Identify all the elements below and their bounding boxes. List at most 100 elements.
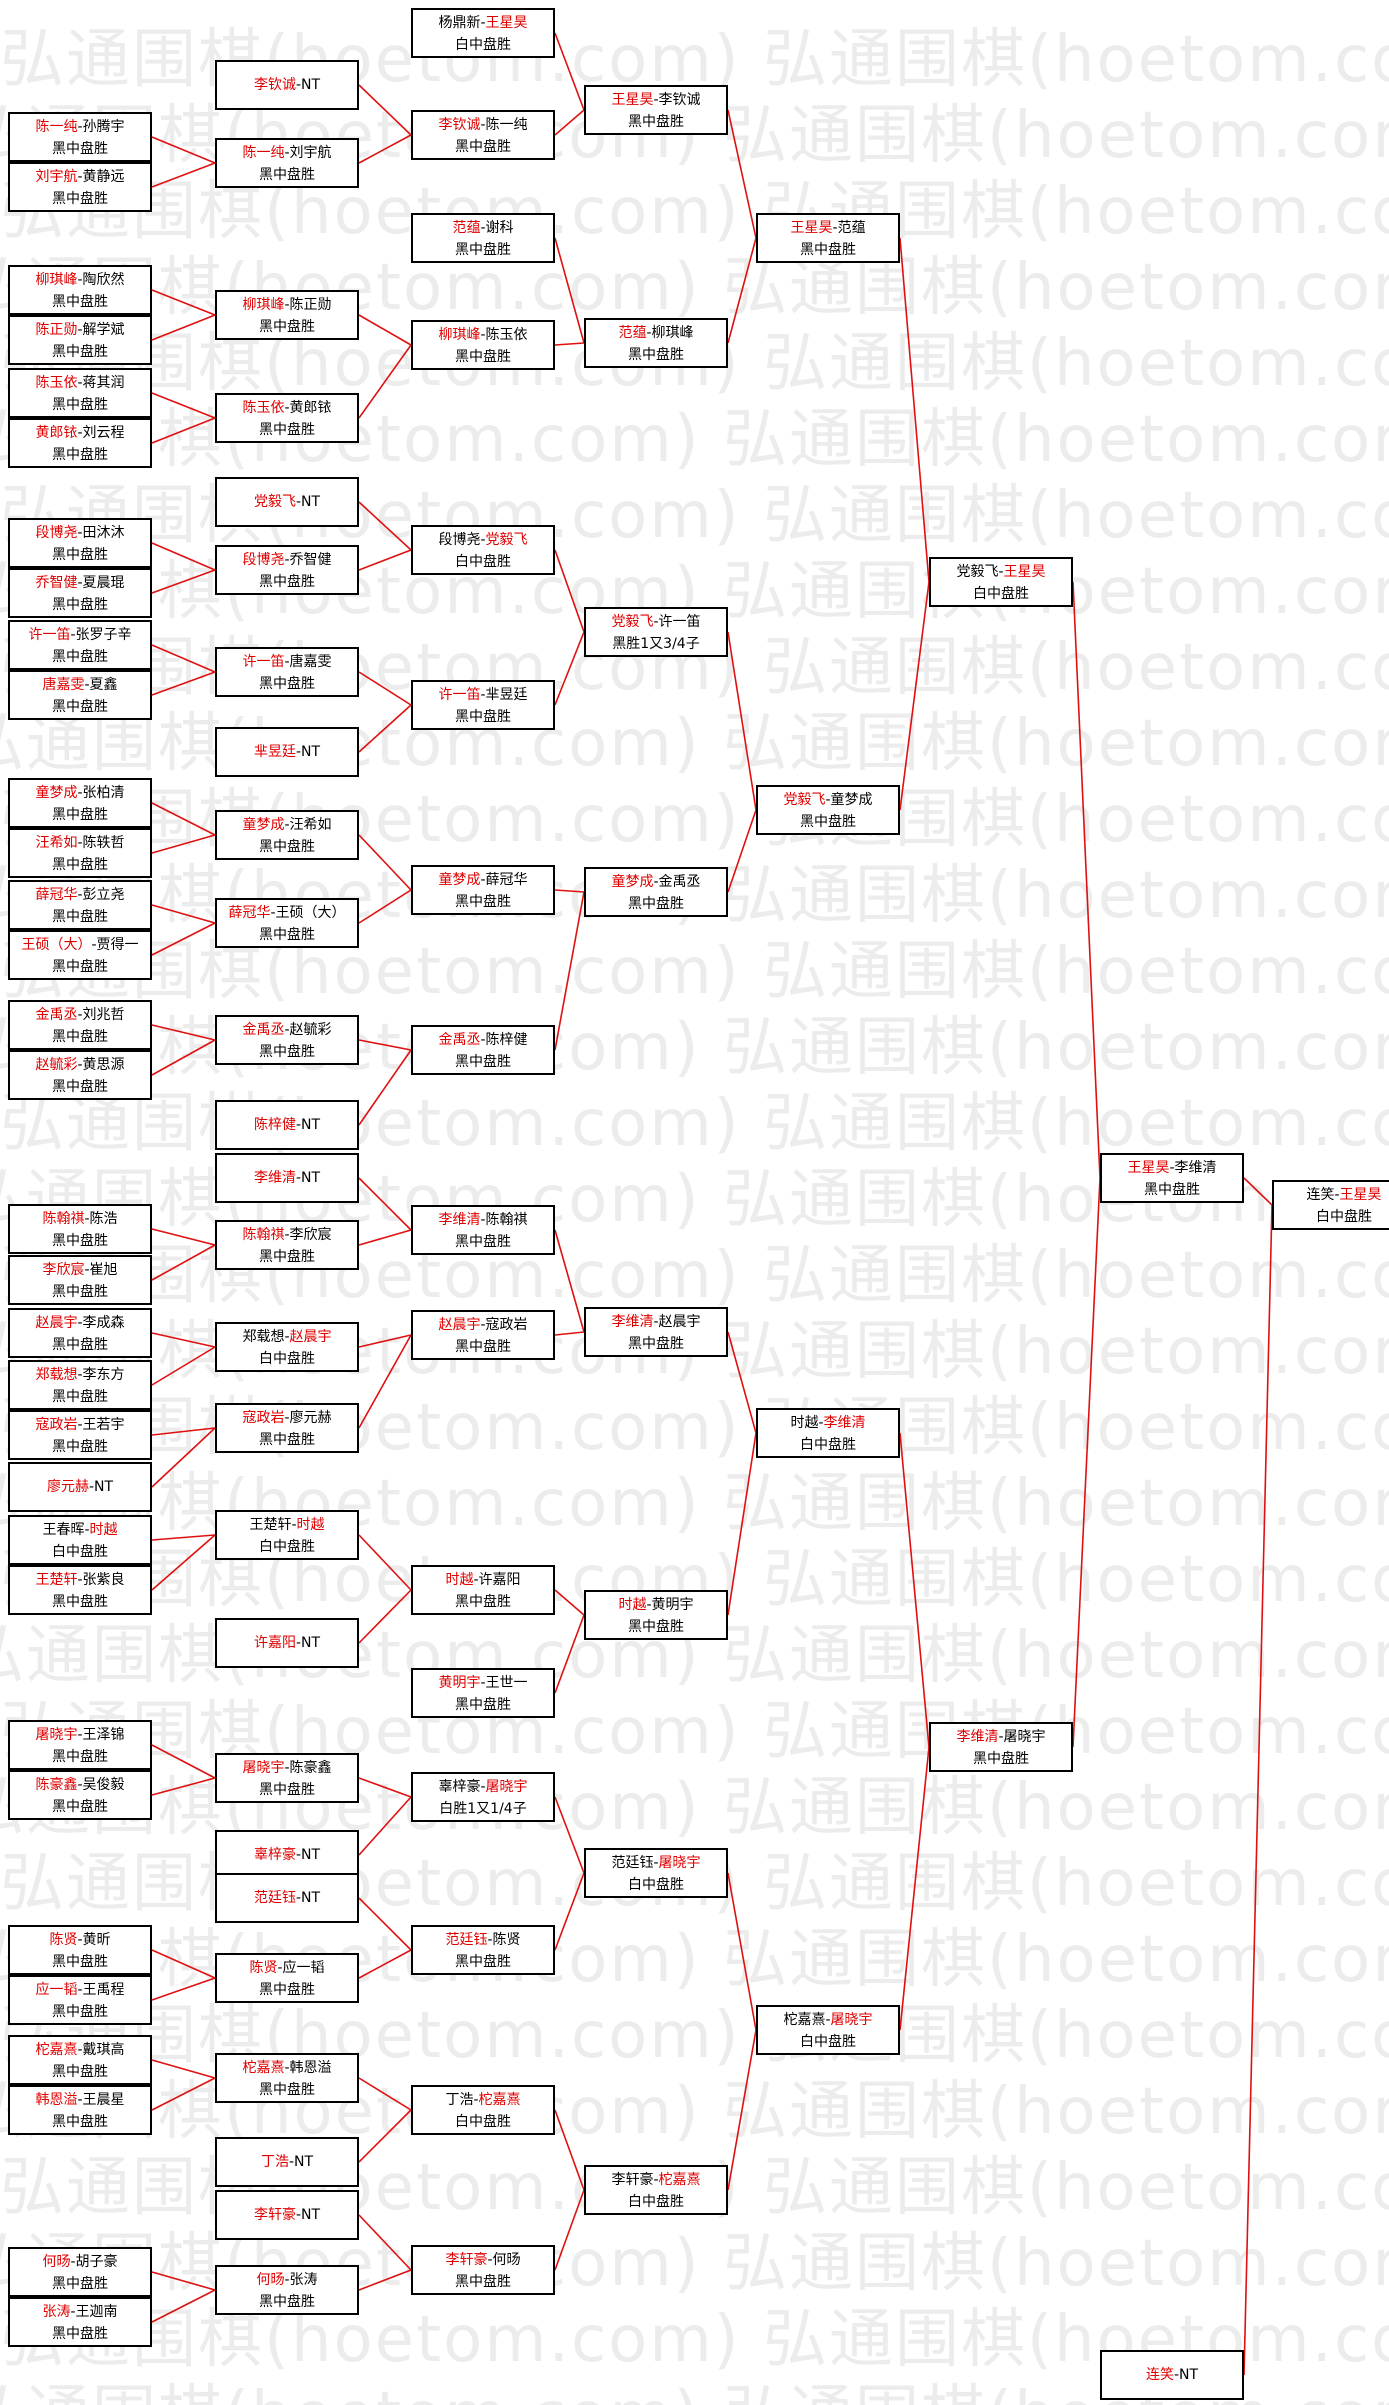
match-result: 黑中盘胜 — [52, 1337, 108, 1353]
player-black: 陈一纯 — [242, 145, 285, 161]
player-black: 童梦成 — [242, 817, 285, 833]
player-black: 赵毓彩 — [35, 1057, 78, 1073]
match-box-r4-0: 王星昊-范蕴黑中盘胜 — [756, 213, 900, 263]
match-box-r1-16: 王楚轩-时越白中盘胜 — [215, 1510, 359, 1560]
vs-dash: - — [653, 614, 659, 630]
player-black: 李轩豪 — [445, 2252, 488, 2268]
match-box-r1-15: 寇政岩-廖元赫黑中盘胜 — [215, 1403, 359, 1453]
bracket-connector — [358, 1796, 412, 1856]
match-box-r3-3: 童梦成-金禹丞黑中盘胜 — [584, 867, 728, 917]
player-black: 薛冠华 — [228, 905, 271, 921]
player-white: 陶欣然 — [82, 272, 125, 288]
match-box-r3-1: 范蕴-柳琪峰黑中盘胜 — [584, 318, 728, 368]
vs-dash: - — [653, 2172, 659, 2188]
match-box-r0-27: 应一韬-王禹程黑中盘胜 — [8, 1975, 152, 2025]
match-result: 黑中盘胜 — [52, 2004, 108, 2020]
match-result: 白中盘胜 — [259, 1539, 315, 1555]
watermark-row: 弘通围棋(hoetom.com) 弘通围棋(hoetom.com) 弘通围棋(h… — [0, 1087, 1389, 1161]
match-box-r1-4: 党毅飞-NT — [215, 477, 359, 527]
player-white: 胡子豪 — [75, 2254, 118, 2270]
player-white: NT — [301, 1635, 321, 1651]
match-box-r1-6: 许一笛-唐嘉雯黑中盘胜 — [215, 647, 359, 697]
vs-dash: - — [284, 400, 290, 416]
bracket-connector — [727, 237, 757, 344]
match-box-r0-9: 唐嘉雯-夏鑫黑中盘胜 — [8, 670, 152, 720]
match-players: 党毅飞-NT — [217, 491, 357, 513]
match-players: 时越-李维清 — [758, 1412, 898, 1434]
bracket-connector — [727, 109, 757, 239]
match-box-r1-19: 辜梓豪-NT — [215, 1830, 359, 1880]
bracket-connector — [554, 1796, 585, 1874]
match-box-r6-1: 连笑-NT — [1100, 2350, 1244, 2400]
player-white: 谢科 — [485, 220, 514, 236]
player-white: 柁嘉熹 — [658, 2172, 701, 2188]
match-box-r0-13: 王硕（大）-贾得一黑中盘胜 — [8, 930, 152, 980]
vs-dash: - — [1334, 1187, 1340, 1203]
bracket-connector — [151, 2059, 216, 2079]
player-white: 李成森 — [82, 1315, 125, 1331]
vs-dash: - — [77, 1982, 83, 1998]
player-black: 柁嘉熹 — [242, 2060, 285, 2076]
match-box-r2-0: 杨鼎新-王星昊白中盘胜 — [411, 8, 555, 58]
player-white: NT — [301, 1847, 321, 1863]
player-black: 金禹丞 — [35, 1007, 78, 1023]
vs-dash: - — [480, 872, 486, 888]
match-box-r1-2: 柳琪峰-陈正勋黑中盘胜 — [215, 290, 359, 340]
bracket-connector — [151, 1427, 216, 1436]
watermark-row: 弘通围棋(hoetom.com) 弘通围棋(hoetom.com) 弘通围棋(h… — [0, 2227, 1389, 2301]
player-black: 廖元赫 — [46, 1479, 89, 1495]
bracket-connector — [151, 904, 216, 924]
player-white: 唐嘉雯 — [289, 654, 332, 670]
player-black: 薛冠华 — [35, 887, 78, 903]
match-box-r0-16: 陈翰祺-陈浩黑中盘胜 — [8, 1204, 152, 1254]
bracket-connector — [151, 1039, 216, 1076]
vs-dash: - — [77, 375, 83, 391]
player-white: 张柏清 — [82, 785, 125, 801]
match-players: 段博尧-乔智健 — [217, 549, 357, 571]
player-black: 李钦诚 — [438, 117, 481, 133]
match-box-r1-12: 李维清-NT — [215, 1153, 359, 1203]
watermark-row: 弘通围棋(hoetom.com) 弘通围棋(hoetom.com) 弘通围棋(h… — [0, 1999, 1389, 2073]
match-box-r0-7: 乔智健-夏晨琨黑中盘胜 — [8, 568, 152, 618]
match-box-r2-4: 段博尧-党毅飞白中盘胜 — [411, 525, 555, 575]
match-result: 黑中盘胜 — [52, 597, 108, 613]
match-result: 黑中盘胜 — [259, 2082, 315, 2098]
player-black: 寇政岩 — [242, 1410, 285, 1426]
vs-dash: - — [77, 785, 83, 801]
vs-dash: - — [77, 1727, 83, 1743]
player-white: 党毅飞 — [485, 532, 528, 548]
match-result: 黑中盘胜 — [52, 1954, 108, 1970]
player-black: 连笑 — [1306, 1187, 1335, 1203]
match-players: 李钦诚-陈一纯 — [413, 114, 553, 136]
match-result: 黑中盘胜 — [259, 167, 315, 183]
match-box-r0-29: 韩恩溢-王晨星黑中盘胜 — [8, 2085, 152, 2135]
match-players: 乔智健-夏晨琨 — [10, 572, 150, 594]
player-white: 黄昕 — [82, 1932, 111, 1948]
match-result: 黑中盘胜 — [455, 1339, 511, 1355]
match-box-r0-3: 陈正勋-解学斌黑中盘胜 — [8, 315, 152, 365]
player-white: 廖元赫 — [289, 1410, 332, 1426]
player-white: 吴俊毅 — [82, 1777, 125, 1793]
player-white: 陈翰祺 — [485, 1212, 528, 1228]
match-players: 柁嘉熹-戴琪高 — [10, 2039, 150, 2061]
watermark-row: 弘通围棋(hoetom.com) 弘通围棋(hoetom.com) 弘通围棋(h… — [0, 479, 1389, 553]
bracket-connector — [727, 1872, 757, 2031]
match-result: 黑中盘胜 — [628, 1619, 684, 1635]
player-white: 许嘉阳 — [478, 1572, 521, 1588]
match-players: 赵晨宇-寇政岩 — [413, 1314, 553, 1336]
vs-dash: - — [1173, 2367, 1180, 2383]
vs-dash: - — [998, 564, 1004, 580]
match-players: 李维清-屠晓宇 — [931, 1726, 1071, 1748]
match-result: 黑中盘胜 — [800, 242, 856, 258]
player-white: 许一笛 — [658, 614, 701, 630]
player-black: 党毅飞 — [253, 494, 296, 510]
match-players: 陈贤-黄昕 — [10, 1929, 150, 1951]
match-result: 黑中盘胜 — [628, 1336, 684, 1352]
player-white: 李东方 — [82, 1367, 125, 1383]
player-white: 金禹丞 — [658, 874, 701, 890]
vs-dash: - — [825, 2012, 831, 2028]
match-players: 李钦诚-NT — [217, 74, 357, 96]
player-black: 段博尧 — [35, 525, 78, 541]
vs-dash: - — [480, 117, 486, 133]
vs-dash: - — [88, 1479, 95, 1495]
